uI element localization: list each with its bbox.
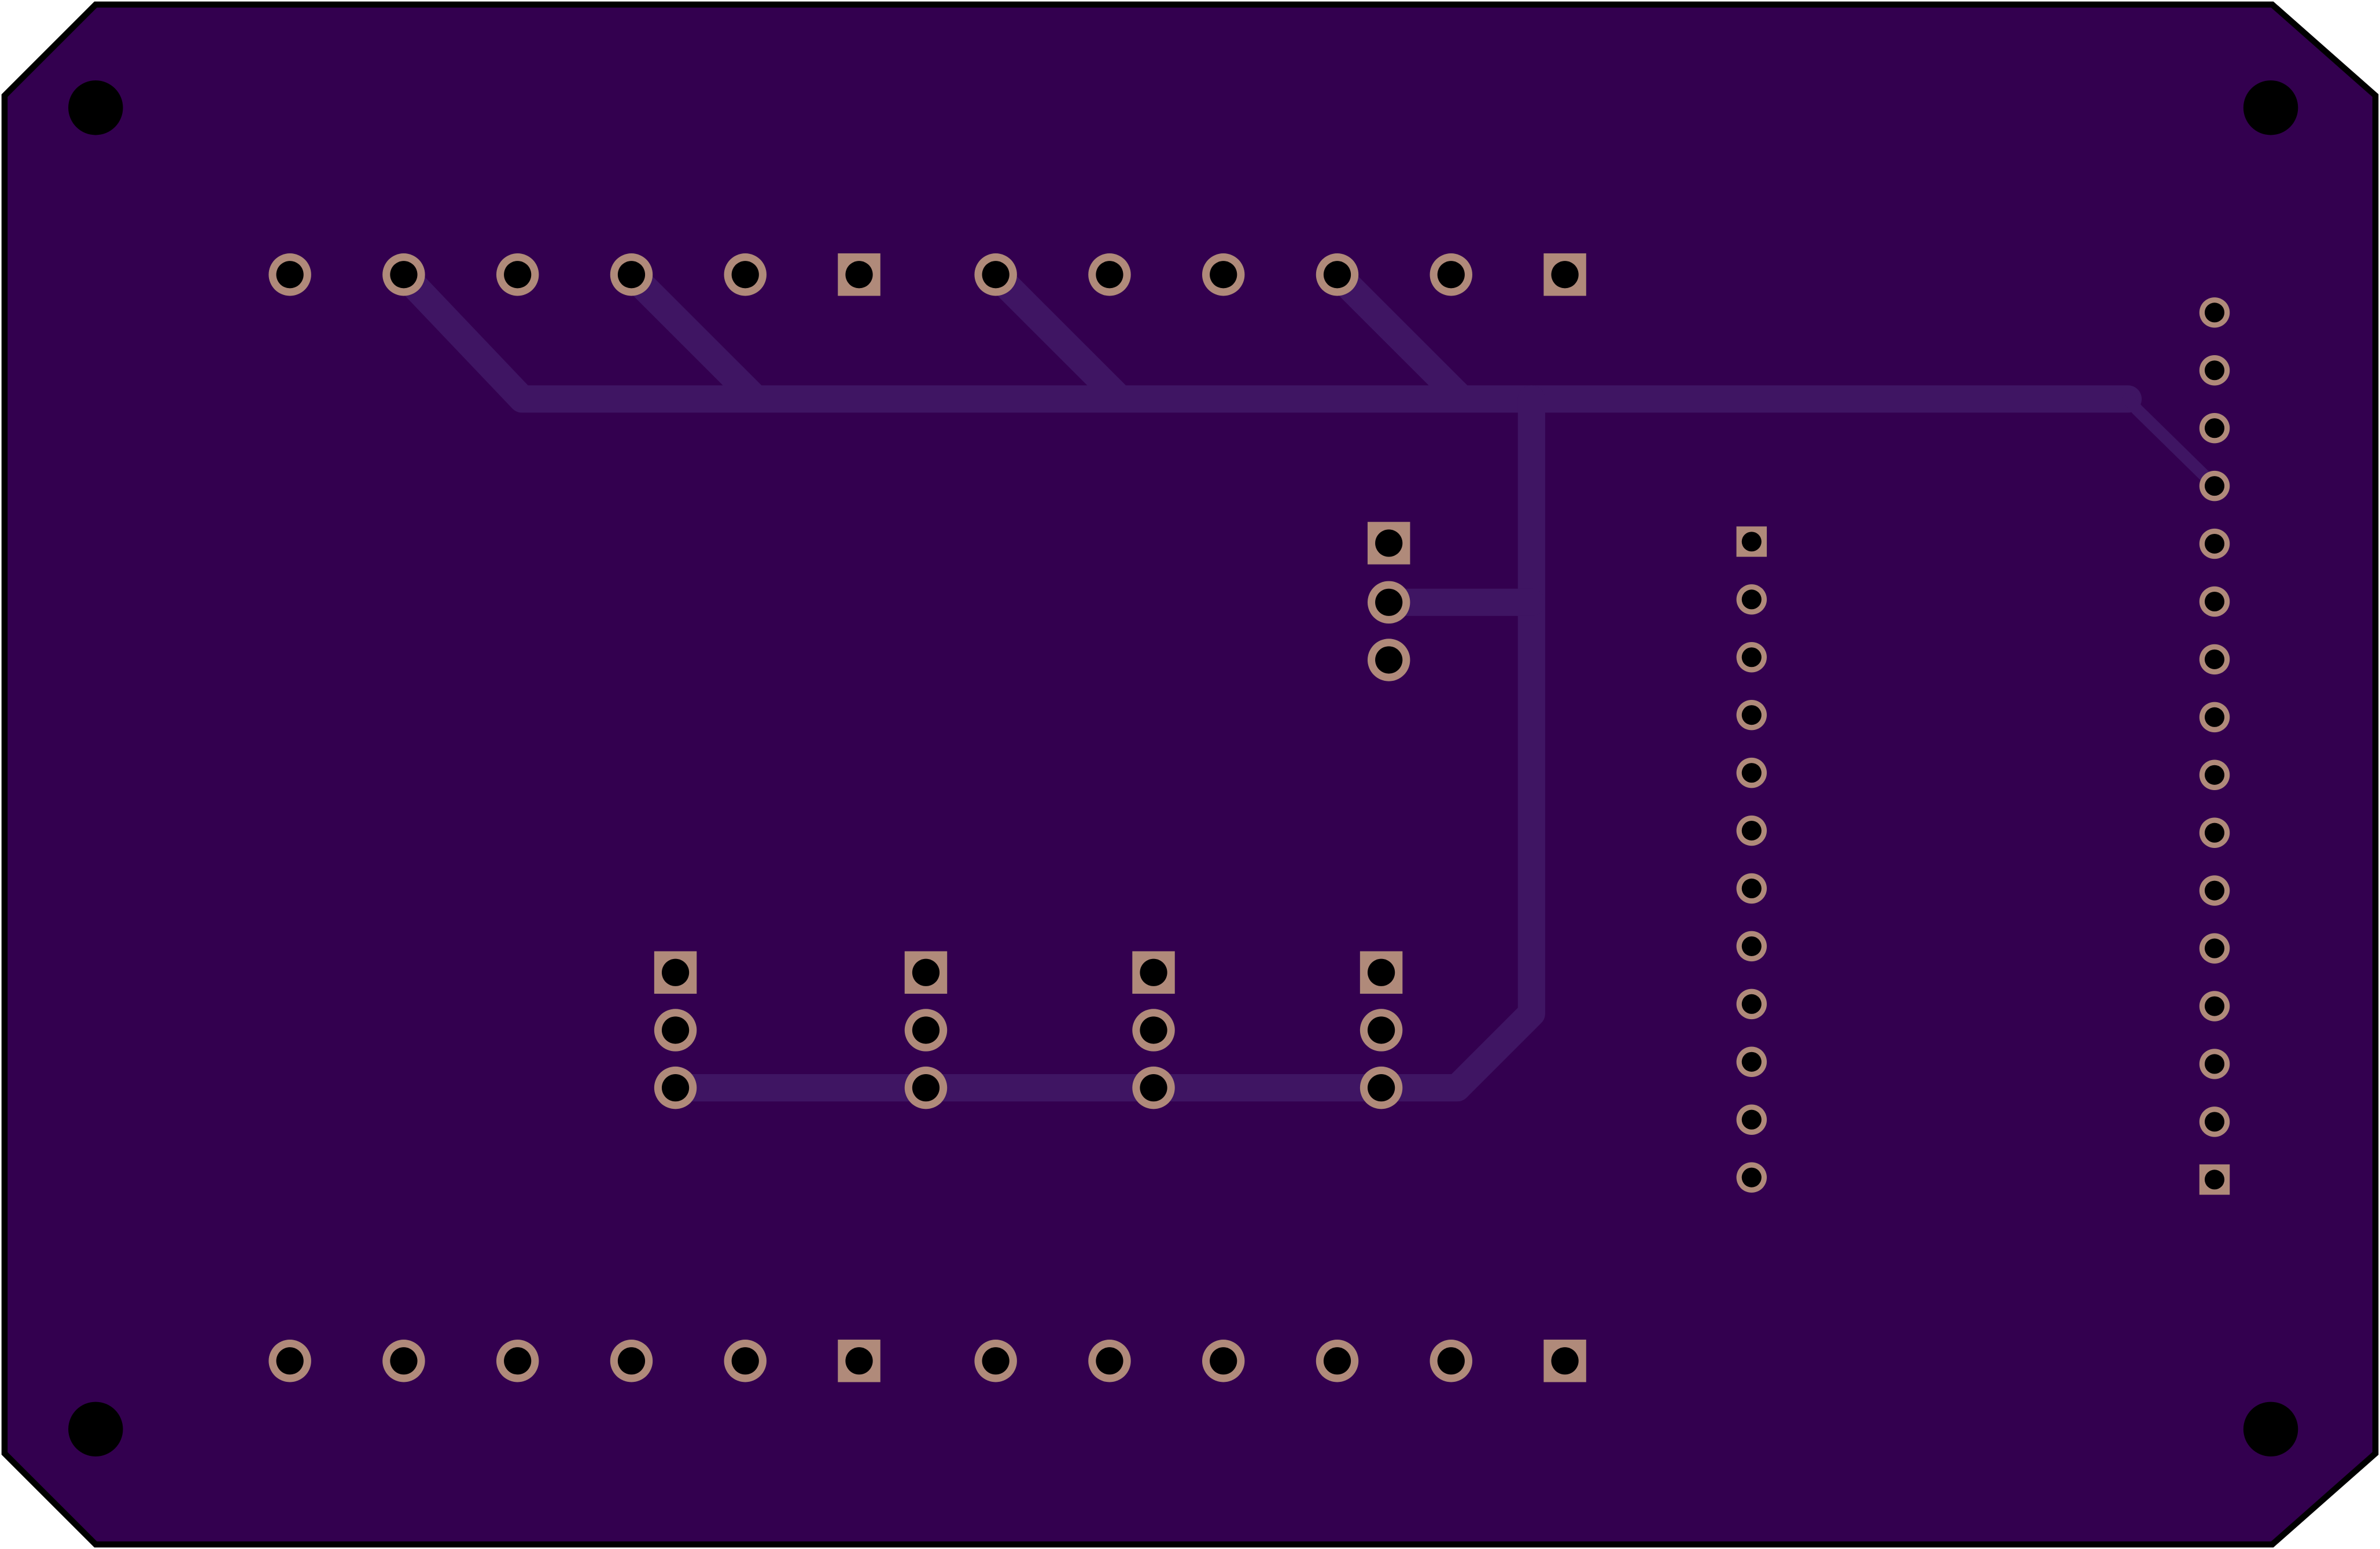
drill-hole xyxy=(504,1347,532,1375)
drill-hole xyxy=(912,1016,940,1044)
drill-hole xyxy=(912,958,940,986)
drill-hole xyxy=(982,1347,1010,1375)
pads xyxy=(268,253,2230,1382)
drill-hole xyxy=(2204,1054,2225,1074)
drill-hole xyxy=(1551,261,1579,289)
drill-hole xyxy=(912,1074,940,1102)
drill-hole xyxy=(1741,820,1762,841)
drill-hole xyxy=(2204,880,2225,901)
drill-hole xyxy=(1741,1167,1762,1187)
drill-hole xyxy=(2204,476,2225,496)
drill-hole xyxy=(276,1347,304,1375)
drill-hole xyxy=(390,261,418,289)
drill-hole xyxy=(1210,1347,1237,1375)
drill-hole xyxy=(1741,994,1762,1014)
drill-hole xyxy=(1375,529,1403,557)
drill-hole xyxy=(1741,705,1762,725)
drill-hole xyxy=(2204,360,2225,381)
drill-hole xyxy=(2204,1170,2225,1190)
drill-hole xyxy=(1210,261,1237,289)
drill-hole xyxy=(2204,765,2225,785)
drill-hole xyxy=(2204,938,2225,958)
drill-hole xyxy=(1741,763,1762,783)
drill-hole xyxy=(276,261,304,289)
drill-hole xyxy=(2204,534,2225,554)
drill-hole xyxy=(731,261,759,289)
drill-hole xyxy=(2204,1112,2225,1132)
trace-vertical-drop xyxy=(661,385,1545,1102)
drill-hole xyxy=(1140,1016,1167,1044)
mounting-hole-icon xyxy=(2243,80,2298,135)
drill-hole xyxy=(1741,878,1762,899)
drill-hole xyxy=(1437,1347,1465,1375)
drill-hole xyxy=(845,1347,873,1375)
drill-hole xyxy=(1140,958,1167,986)
drill-hole xyxy=(390,1347,418,1375)
mounting-holes xyxy=(68,80,2298,1457)
mounting-hole-icon xyxy=(68,80,123,135)
drill-hole xyxy=(845,261,873,289)
drill-hole xyxy=(1367,1016,1395,1044)
drill-hole xyxy=(2204,823,2225,843)
drill-hole xyxy=(1741,936,1762,956)
trace-top-bus xyxy=(390,261,2142,413)
drill-hole xyxy=(661,1074,690,1102)
drill-hole xyxy=(1375,646,1403,674)
drill-hole xyxy=(617,1347,646,1375)
drill-hole xyxy=(2204,303,2225,323)
drill-hole xyxy=(982,261,1010,289)
drill-hole xyxy=(2204,418,2225,438)
trace-bus-to-module xyxy=(2121,393,2221,492)
drill-hole xyxy=(2204,996,2225,1016)
drill-hole xyxy=(661,1016,690,1044)
drill-hole xyxy=(1367,1074,1395,1102)
drill-hole xyxy=(1741,1052,1762,1072)
drill-hole xyxy=(617,261,646,289)
drill-hole xyxy=(2204,707,2225,727)
drill-hole xyxy=(731,1347,759,1375)
drill-hole xyxy=(661,958,690,986)
drill-hole xyxy=(1367,958,1395,986)
drill-hole xyxy=(2204,649,2225,669)
drill-hole xyxy=(1741,647,1762,667)
drill-hole xyxy=(1096,261,1123,289)
drill-hole xyxy=(1437,261,1465,289)
drill-hole xyxy=(1375,588,1403,616)
drill-hole xyxy=(504,261,532,289)
drill-hole xyxy=(1096,1347,1123,1375)
drill-hole xyxy=(1741,532,1762,552)
mounting-hole-icon xyxy=(68,1402,123,1457)
drill-hole xyxy=(1551,1347,1579,1375)
drill-hole xyxy=(2204,591,2225,612)
drill-hole xyxy=(1741,589,1762,610)
drill-hole xyxy=(1140,1074,1167,1102)
drill-hole xyxy=(1323,261,1351,289)
drill-hole xyxy=(1323,1347,1351,1375)
mounting-hole-icon xyxy=(2243,1402,2298,1457)
drill-hole xyxy=(1741,1109,1762,1130)
copper-traces xyxy=(390,261,2221,1102)
